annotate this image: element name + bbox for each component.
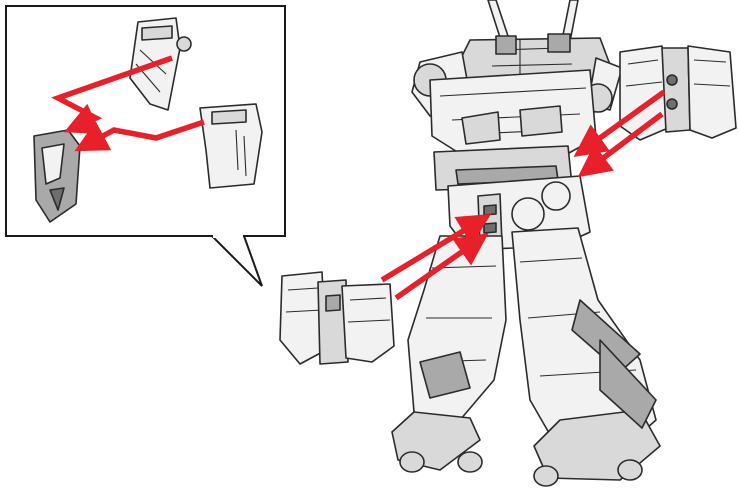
side-skirt-armor-left <box>280 272 394 364</box>
detail-lower-plate <box>200 104 262 188</box>
detail-callout <box>6 6 285 286</box>
leg-left <box>392 236 506 472</box>
side-skirt-armor-right <box>620 46 736 140</box>
leg-right <box>512 228 660 486</box>
chest <box>430 70 596 160</box>
